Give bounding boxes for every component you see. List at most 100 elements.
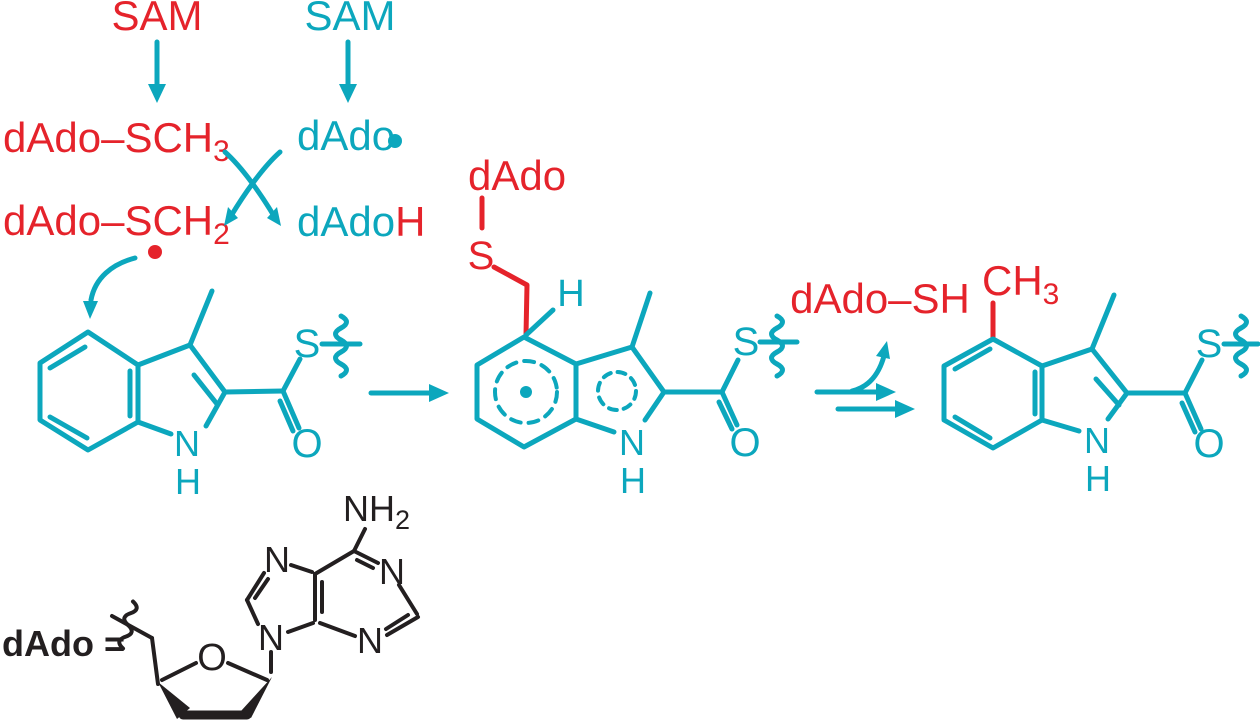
- sam-red-label: SAM: [111, 0, 202, 39]
- methylated-product: CH3 N H S O: [941, 257, 1260, 499]
- bond-n7-c5: [289, 563, 314, 574]
- bond-c-s: [719, 357, 741, 395]
- bond-s-ch2-c4: [491, 264, 530, 338]
- product-release-arrows: dAdo–SH: [790, 275, 970, 418]
- nh-hydrogen-label: H: [175, 461, 201, 502]
- bond-c-o: [1182, 390, 1204, 432]
- bond-c-s: [280, 356, 303, 394]
- radical-dot-teal: [388, 134, 402, 148]
- methyl-bond-1: [187, 288, 215, 348]
- exchange-arrows: [222, 149, 283, 226]
- bond-c2-n: [642, 389, 667, 423]
- thioester-sulfur-label: S: [733, 320, 760, 364]
- bond-c5-c6: [313, 549, 356, 576]
- dadoh-label: dAdoH: [297, 198, 425, 245]
- bond-n9-c8: [245, 598, 260, 626]
- thioester-sulfur-label: S: [1196, 322, 1223, 366]
- reaction-arrow-1: [368, 384, 449, 402]
- bond-c2-carbonyl: [222, 388, 286, 395]
- nh-hydrogen-label: H: [1085, 458, 1111, 499]
- bond-c8-n7: [245, 571, 266, 602]
- bond-c2-n: [203, 389, 228, 429]
- carbonyl-oxygen-label: O: [1193, 422, 1224, 466]
- radical-attack-arrow-shaft: [88, 255, 138, 303]
- dado-sch3-label: dAdo–SCH3: [3, 114, 230, 168]
- dado-definition: dAdo = O N N N N NH2: [2, 488, 420, 720]
- double-bond-inner: [253, 577, 270, 600]
- bond-c6-n1: [352, 549, 380, 565]
- new-methyl-label: CH3: [982, 257, 1059, 311]
- exchange-arrow-right-head: [224, 207, 238, 226]
- double-bond-inner: [952, 346, 993, 372]
- wedge-bond-left: [158, 682, 190, 719]
- bond-c7a-n: [573, 416, 617, 435]
- pyrrole-ring-2-bonds: [573, 344, 667, 395]
- bond-c5-c4: [150, 636, 160, 686]
- radical-dot-red: [148, 245, 162, 259]
- ring-nitrogen-label: N: [619, 422, 645, 463]
- bond-c-o: [719, 389, 740, 428]
- release-arrow-bottom-head: [895, 400, 915, 418]
- byproduct-branch-arrow-shaft: [849, 353, 887, 394]
- bond-c4-n9: [286, 621, 315, 634]
- double-bond-inner: [47, 414, 90, 441]
- double-bond-inner: [1179, 400, 1198, 435]
- adenine-nh2-label: NH2: [343, 488, 410, 535]
- exchange-arrow-left-head: [267, 207, 281, 226]
- radical-attack-arrow: [83, 255, 138, 319]
- release-arrow-top-head: [876, 383, 896, 401]
- pyrrole-ring-3-bonds: [1039, 346, 1130, 396]
- bond-c2-n3: [385, 615, 420, 637]
- methyl-bond-3: [1089, 292, 1117, 352]
- sam-teal-label: SAM: [304, 0, 395, 39]
- pyrrole-ring-1-bonds: [135, 342, 228, 395]
- reaction-arrow-1-head: [429, 384, 449, 402]
- double-bond-inner: [47, 344, 88, 371]
- nh-hydrogen-label: H: [620, 460, 646, 501]
- bond-c4-o: [160, 661, 198, 682]
- bond-c6-nh2: [352, 527, 367, 553]
- bond-c7a-n: [135, 419, 174, 437]
- ring-nitrogen-label: N: [174, 423, 200, 464]
- squiggle-attachment: [1233, 313, 1249, 379]
- delocalized-pyrrole-circle: [596, 370, 638, 412]
- byproduct-branch-arrow-head: [876, 341, 890, 359]
- adenine-n3-label: N: [357, 620, 383, 661]
- double-bond-inner: [716, 399, 735, 432]
- radical-intermediate: dAdo S H N H S O: [468, 152, 800, 501]
- bond-o-c1: [226, 661, 269, 682]
- double-bond-inner: [277, 398, 296, 434]
- benzene-ring-1: [37, 329, 141, 453]
- bond-c-s: [1182, 357, 1205, 396]
- dado-sch2-label: dAdo–SCH2: [3, 197, 230, 251]
- ring-nitrogen-label: N: [1084, 420, 1110, 461]
- exchange-arrow-right-shaft: [228, 149, 283, 219]
- methyl-bond-2: [629, 290, 653, 350]
- bond-n3-c4: [318, 621, 357, 638]
- wedge-bond-right: [241, 677, 272, 718]
- carbonyl-oxygen-label: O: [729, 421, 760, 465]
- dado-equals-label: dAdo =: [2, 623, 125, 664]
- dado-substituent-label: dAdo: [468, 152, 566, 199]
- bond-c2-n: [1105, 390, 1130, 422]
- double-bond-inner: [384, 613, 410, 631]
- adenine-n7-label: N: [264, 539, 290, 580]
- thioether-sulfur-label: S: [468, 234, 495, 278]
- squiggle-attachment: [769, 313, 785, 379]
- bond-c7a-n: [1039, 417, 1082, 434]
- adenine-n9-label: N: [258, 617, 284, 658]
- bond-c4-h: [523, 307, 556, 338]
- squiggle-attachment: [117, 599, 139, 651]
- sam-radical-pathway: SAM dAdo dAdoH: [297, 0, 425, 245]
- thioester-sulfur-label: S: [294, 322, 321, 366]
- double-bond-inner: [1093, 376, 1122, 408]
- sam-methyl-pathway: SAM dAdo–SCH3 dAdo–SCH2: [3, 0, 230, 259]
- radical-attack-arrow-head: [83, 301, 98, 319]
- ring-radical-dot: [520, 386, 532, 398]
- arrow-sam-teal-head: [339, 84, 357, 103]
- ribose-oxygen-label: O: [197, 637, 227, 679]
- bond-n1-c2: [397, 583, 419, 616]
- dado-sh-label: dAdo–SH: [790, 275, 970, 322]
